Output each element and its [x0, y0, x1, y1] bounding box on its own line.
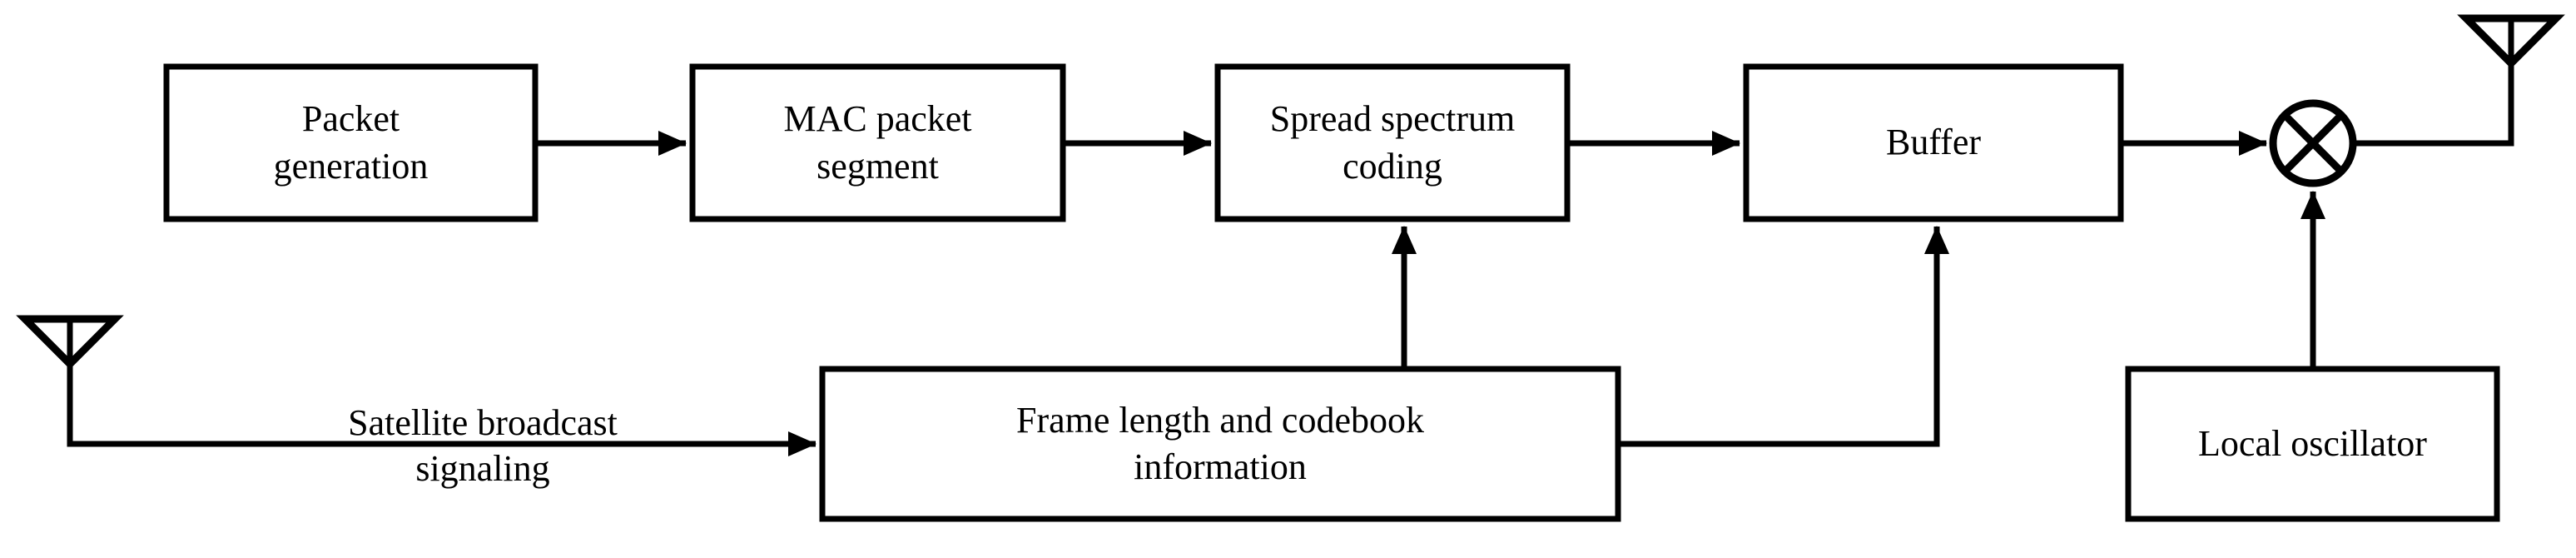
connector-mixer-to-tx-antenna: [2353, 63, 2514, 147]
connector-rx-antenna-to-frame: [67, 364, 816, 456]
block-packet-generation[interactable]: [163, 63, 539, 222]
block-frame-length-codebook[interactable]: [819, 366, 1621, 522]
connector-frame-to-buffer: [1618, 226, 1949, 447]
mixer-cross-stroke-b: [2281, 112, 2345, 175]
block-mac-packet-segment[interactable]: [689, 63, 1066, 222]
block-local-oscillator[interactable]: [2125, 366, 2500, 522]
block-buffer[interactable]: [1743, 63, 2124, 222]
block-spread-spectrum-coding[interactable]: [1214, 63, 1571, 222]
